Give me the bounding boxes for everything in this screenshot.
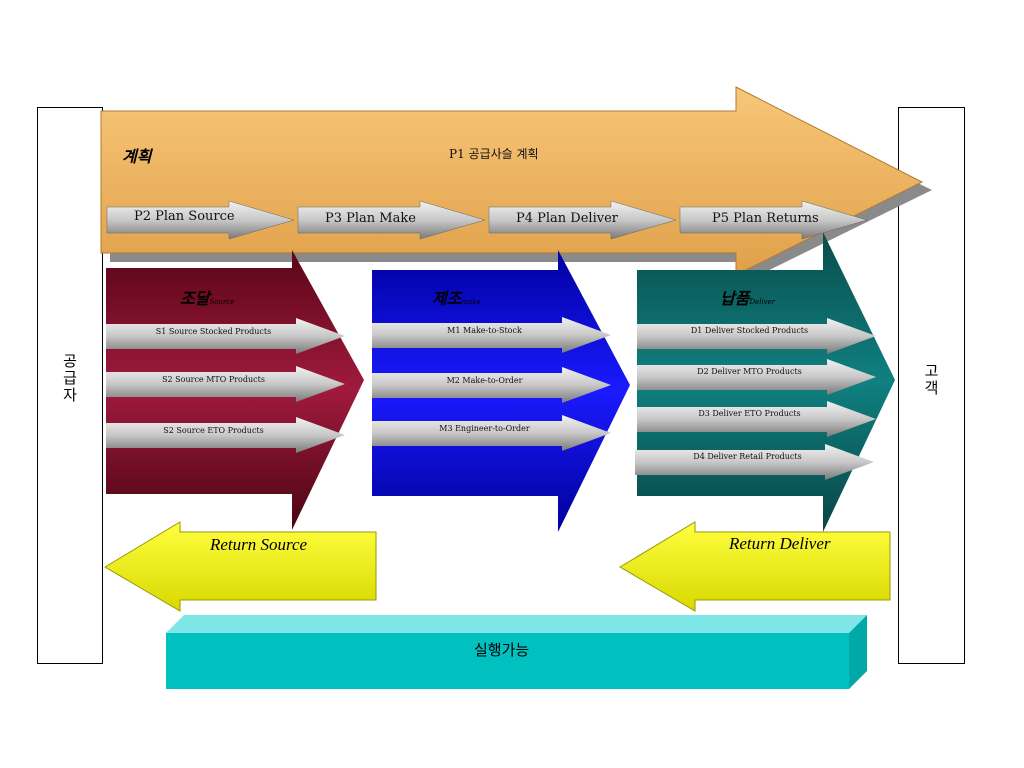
make-sub-arrows [372,317,611,451]
enable-bar-front [166,633,849,689]
deliver-item-2: D2 Deliver MTO Products [697,367,802,376]
supplier-label: 공 급 자 [63,352,77,404]
deliver-item-1: D1 Deliver Stocked Products [690,326,809,335]
deliver-title-text: 납품 [720,289,750,308]
enable-bar-side [849,615,867,689]
source-item-1: S1 Source Stocked Products [155,327,272,336]
source-item-2: S2 Source MTO Products [162,375,265,384]
return-source-arrow [104,521,377,612]
return-deliver-arrow [619,521,891,612]
plan-p4-label: P4 Plan Deliver [516,211,618,226]
source-subtitle: Source [209,298,235,306]
plan-p3-label: P3 Plan Make [325,211,416,226]
make-item-2: M2 Make-to-Order [446,376,523,385]
deliver-item-3: D3 Deliver ETO Products [698,409,801,418]
deliver-subtitle: Deliver [749,298,776,306]
enable-bar-top [166,615,867,633]
make-title-text: 제조 [432,289,462,308]
deliver-sub-arrows [635,318,876,480]
plan-title: 계획 [122,147,152,166]
make-item-3: M3 Engineer-to-Order [439,424,530,433]
source-title-text: 조달 [180,289,210,308]
deliver-item-4: D4 Deliver Retail Products [693,452,802,461]
source-item-3: S2 Source ETO Products [163,426,264,435]
deliver-title: 납품Deliver [720,285,775,309]
make-title: 제조make [432,285,481,309]
source-sub-arrows [106,318,345,453]
enable-label: 실행가능 [474,641,530,659]
make-subtitle: make [461,298,481,306]
plan-p2-label: P2 Plan Source [134,209,235,224]
supplier-box: 공 급 자 [37,107,103,664]
source-title: 조달Source [180,285,234,309]
return-source-label: Return Source [210,535,308,554]
plan-sub-arrows [106,200,868,240]
plan-p5-label: P5 Plan Returns [712,211,819,226]
return-deliver-label: Return Deliver [729,534,831,553]
plan-p1-label: P1 공급사슬 계획 [449,147,539,161]
customer-label: 고 객 [924,362,939,397]
customer-box: 고 객 [898,107,965,664]
make-item-1: M1 Make-to-Stock [447,326,522,335]
